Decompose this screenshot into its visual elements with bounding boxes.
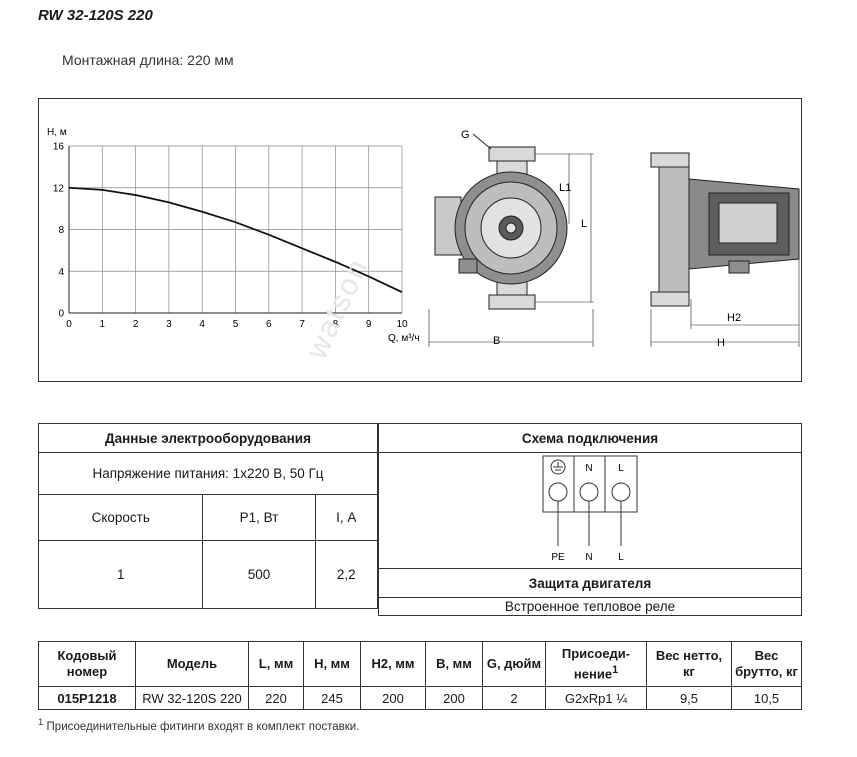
footnote-text: Присоединительные фитинги входят в компл… xyxy=(46,720,360,733)
cell-l: 220 xyxy=(248,686,304,710)
cell-b: 200 xyxy=(425,686,483,710)
front-view-drawing xyxy=(428,133,594,347)
cell-model: RW 32-120S 220 xyxy=(135,686,249,710)
cell-h2: 200 xyxy=(360,686,426,710)
protection-header: Защита двигателя xyxy=(378,568,802,598)
x-tick-label: 9 xyxy=(366,319,372,330)
terminal-l: L xyxy=(618,552,624,563)
hdr-code: Кодовый номер xyxy=(38,641,136,687)
cell-code: 015P1218 xyxy=(38,686,136,710)
x-tick-label: 6 xyxy=(266,319,272,330)
footnote: 1 Присоединительные фитинги входят в ком… xyxy=(38,717,359,733)
x-tick-label: 8 xyxy=(333,319,339,330)
x-tick-label: 1 xyxy=(100,319,106,330)
col-power: P1, Вт xyxy=(202,494,316,541)
x-tick-label: 5 xyxy=(233,319,239,330)
terminal-pe: PE xyxy=(551,552,565,563)
scheme-header: Схема подключения xyxy=(378,423,802,453)
y-tick-label: 12 xyxy=(53,183,65,194)
protection-value: Встроенное тепловое реле xyxy=(378,597,802,616)
cell-g: 2 xyxy=(482,686,546,710)
y-tick-label: 8 xyxy=(58,225,64,236)
label-h2: H2 xyxy=(727,312,741,324)
x-tick-label: 0 xyxy=(66,319,72,330)
hdr-connection: Присоеди-нение1 xyxy=(545,641,647,687)
hdr-h2: H2, мм xyxy=(360,641,426,687)
x-tick-label: 4 xyxy=(199,319,205,330)
voltage-cell: Напряжение питания: 1x220 В, 50 Гц xyxy=(38,452,378,495)
hdr-net-weight: Вес нетто, кг xyxy=(646,641,732,687)
scheme-diagram-cell: N L PE N L xyxy=(378,452,802,569)
label-b: B xyxy=(493,335,500,347)
val-speed: 1 xyxy=(37,540,204,609)
x-tick-label: 2 xyxy=(133,319,139,330)
label-g: G xyxy=(461,129,470,141)
mounting-length: Монтажная длина: 220 мм xyxy=(62,52,234,68)
table-row: 015P1218 RW 32-120S 220 220 245 200 200 … xyxy=(38,686,802,710)
side-view-drawing xyxy=(650,152,800,347)
val-current: 2,2 xyxy=(314,540,379,609)
hdr-b: B, мм xyxy=(425,641,483,687)
ground-icon xyxy=(550,459,566,475)
connection-scheme-table: Схема подключения N L PE N L Защита дви xyxy=(378,423,802,616)
col-speed: Скорость xyxy=(37,494,204,541)
electrical-data-table: Данные электрооборудования Напряжение пи… xyxy=(37,423,379,609)
hdr-l: L, мм xyxy=(248,641,304,687)
hdr-connection-label: Присоеди-нение xyxy=(561,645,631,682)
terminal-top-n: N xyxy=(585,463,592,474)
col-current: I, А xyxy=(314,494,379,541)
terminal-top-l: L xyxy=(618,463,624,474)
hdr-g: G, дюйм xyxy=(482,641,546,687)
model-table: Кодовый номер Модель L, мм H, мм H2, мм … xyxy=(38,641,802,710)
performance-curve xyxy=(68,186,403,293)
footnote-ref: 1 xyxy=(612,663,619,676)
val-power: 500 xyxy=(202,540,316,609)
cell-net-weight: 9,5 xyxy=(646,686,732,710)
label-l: L xyxy=(581,218,587,230)
cell-connection: G2xRp1 ¼ xyxy=(545,686,647,710)
cell-h: 245 xyxy=(303,686,361,710)
label-l1: L1 xyxy=(559,182,571,194)
y-axis-label: H, м xyxy=(47,127,67,138)
label-h: H xyxy=(717,337,725,349)
x-tick-label: 7 xyxy=(299,319,305,330)
footnote-mark: 1 xyxy=(38,717,44,728)
electrical-header: Данные электрооборудования xyxy=(38,423,378,453)
hdr-gross-weight: Вес брутто, кг xyxy=(731,641,802,687)
y-tick-label: 4 xyxy=(58,267,64,278)
y-tick-label: 0 xyxy=(58,309,64,320)
hdr-h: H, мм xyxy=(303,641,361,687)
x-tick-label: 10 xyxy=(396,319,408,330)
terminal-n: N xyxy=(585,552,592,563)
x-tick-label: 3 xyxy=(166,319,172,330)
y-tick-label: 16 xyxy=(53,142,65,153)
hdr-model: Модель xyxy=(135,641,249,687)
page-title: RW 32-120S 220 xyxy=(38,7,153,24)
cell-gross-weight: 10,5 xyxy=(731,686,802,710)
x-axis-label: Q, м³/ч xyxy=(388,333,420,344)
wiring-diagram: N L PE N L xyxy=(542,455,638,563)
